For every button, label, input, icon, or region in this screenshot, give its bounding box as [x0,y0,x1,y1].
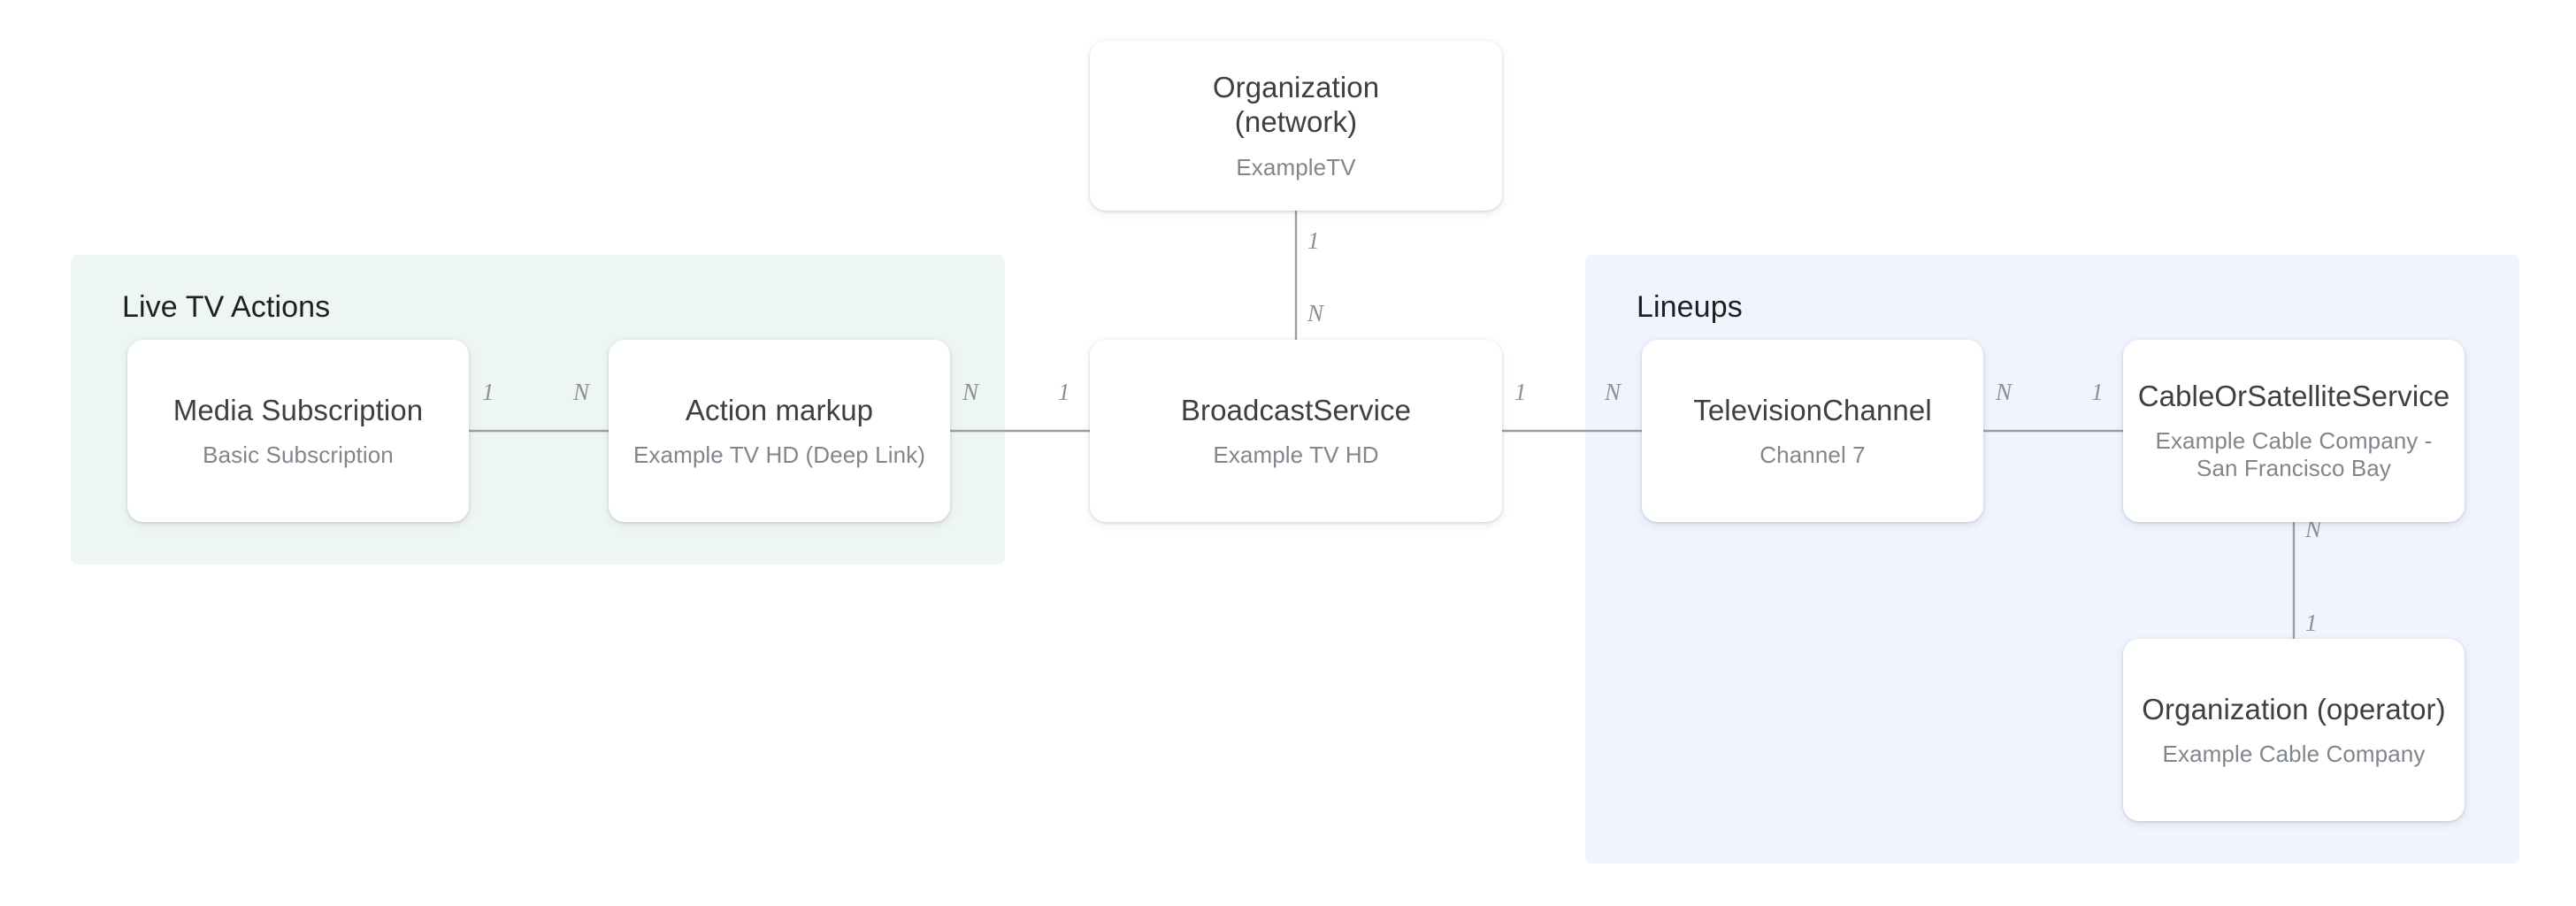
node-organization-operator-subtitle: Example Cable Company [2162,740,2426,767]
edge-label-cable-satellite-service-left: 1 [2091,379,2104,405]
node-organization-network-title: Organization (network) [1212,70,1380,138]
node-action-markup[interactable]: Action markup Example TV HD (Deep Link) [609,340,950,522]
group-lineups-title: Lineups [1637,290,1743,324]
node-organization-operator-title: Organization (operator) [2142,692,2446,726]
edge-label-organization-network-bottom: 1 [1307,227,1320,254]
node-broadcast-service-subtitle: Example TV HD [1213,441,1379,468]
edge-label-television-channel-right: N [1996,379,2012,405]
node-cable-or-satellite-service-subtitle: Example Cable Company - San Francisco Ba… [2155,427,2433,482]
edge-label-action-markup-right: N [962,379,979,405]
node-television-channel-subtitle: Channel 7 [1760,441,1866,468]
node-action-markup-subtitle: Example TV HD (Deep Link) [632,441,926,468]
edge-label-action-markup-left: N [573,379,590,405]
node-cable-or-satellite-service[interactable]: CableOrSatelliteService Example Cable Co… [2123,340,2465,522]
node-organization-network[interactable]: Organization (network) ExampleTV [1090,41,1502,211]
edge-label-media-subscription-right: 1 [482,379,494,405]
node-media-subscription-subtitle: Basic Subscription [203,441,394,468]
edge-label-cable-satellite-service-bottom: N [2305,516,2322,542]
node-media-subscription[interactable]: Media Subscription Basic Subscription [127,340,469,522]
group-live-tv-actions-title: Live TV Actions [122,290,331,324]
node-television-channel-title: TelevisionChannel [1693,393,1932,426]
node-media-subscription-title: Media Subscription [172,393,424,426]
node-organization-operator[interactable]: Organization (operator) Example Cable Co… [2123,639,2465,821]
edge-label-broadcast-service-left: 1 [1058,379,1070,405]
node-organization-network-subtitle: ExampleTV [1236,153,1356,180]
node-broadcast-service[interactable]: BroadcastService Example TV HD [1090,340,1502,522]
node-cable-or-satellite-service-title: CableOrSatelliteService [2137,380,2450,413]
node-action-markup-title: Action markup [685,393,874,426]
node-broadcast-service-title: BroadcastService [1180,393,1412,426]
edge-label-broadcast-service-right: 1 [1514,379,1527,405]
edge-label-organization-operator-top: 1 [2305,610,2318,636]
edge-label-television-channel-left: N [1605,379,1622,405]
edge-label-broadcast-service-top: N [1307,300,1324,326]
node-television-channel[interactable]: TelevisionChannel Channel 7 [1642,340,1983,522]
